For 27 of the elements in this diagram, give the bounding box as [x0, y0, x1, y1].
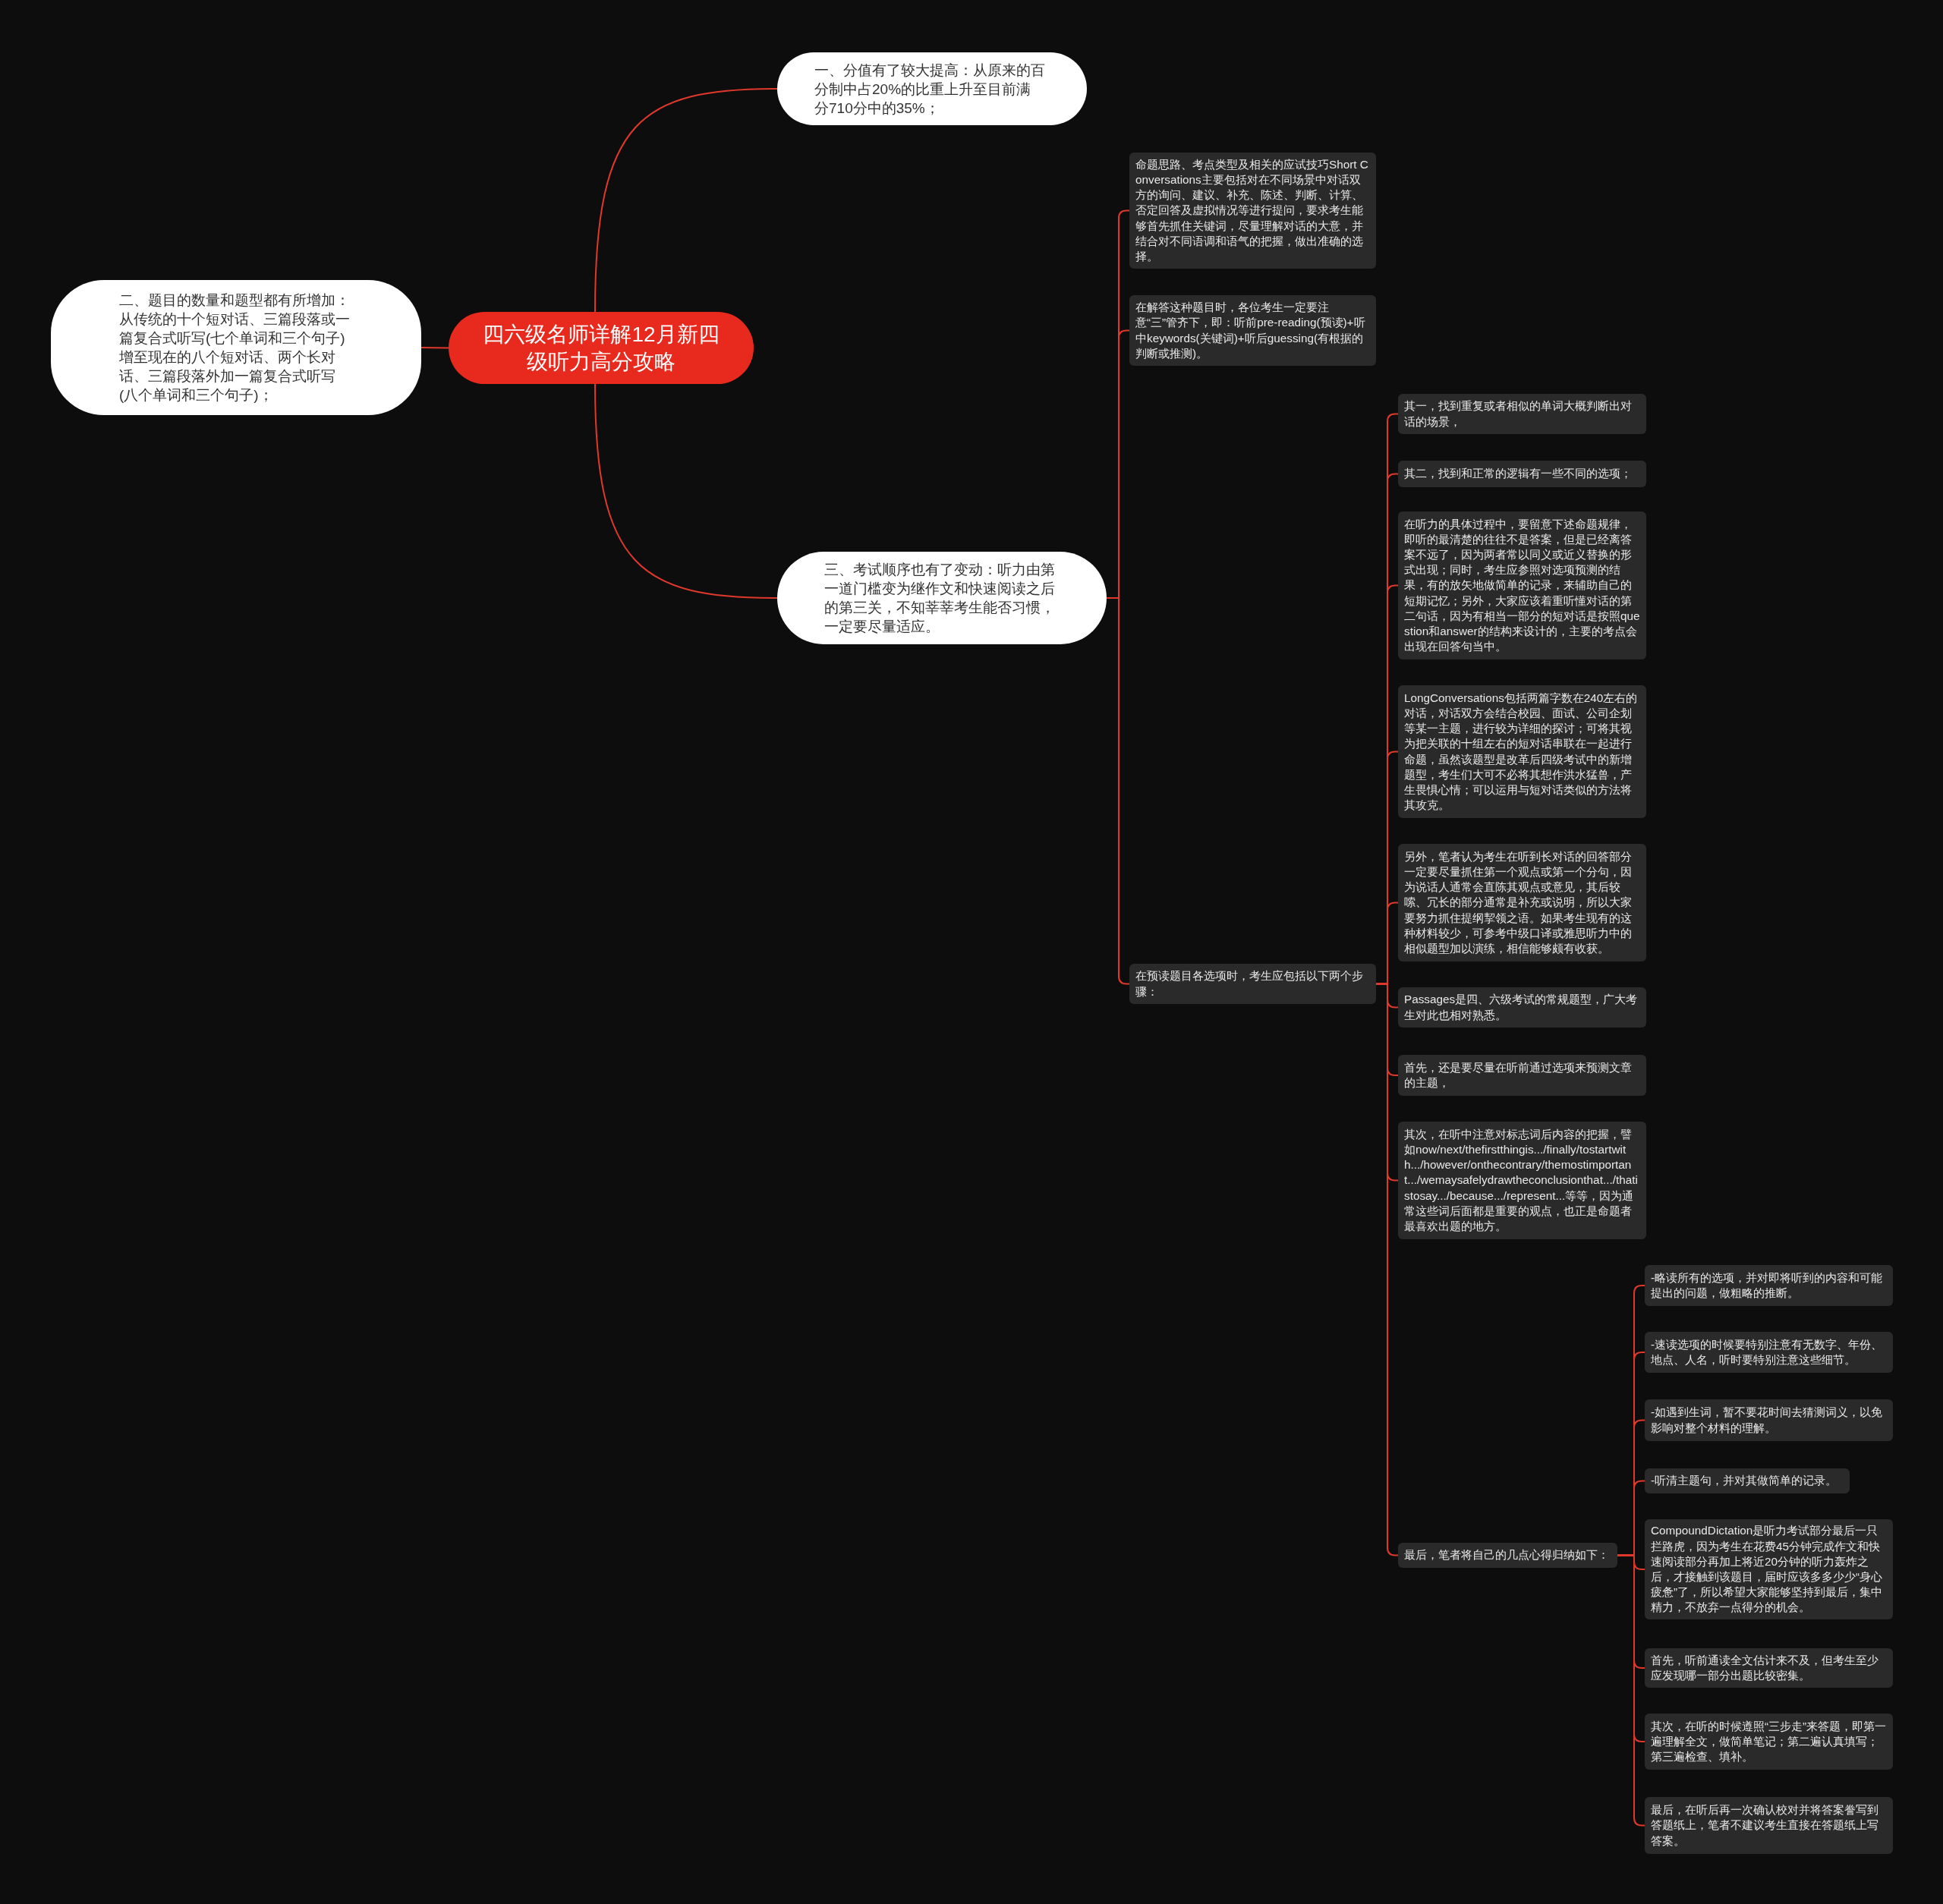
connector-line: [420, 347, 449, 349]
note-box: CompoundDictation是听力考试部分最后一只拦路虎，因为考生在花费45分钟完成作文和快速阅读部分再加上将近20分钟的听力轰炸之后，才接触到该题目，届时应该多多少少“身心疲惫”了，所以希望大家能够坚持到最后，集中精力，不放弃一点得分的机会。: [1645, 1519, 1893, 1619]
note-box: 最后，在听后再一次确认校对并将答案誊写到答题纸上，笔者不建议考生直接在答题纸上写答案。: [1645, 1797, 1893, 1854]
note-box: 首先，听前通读全文估计来不及，但考生至少应发现哪一部分出题比较密集。: [1645, 1648, 1893, 1688]
connector-line: [594, 383, 778, 599]
note-box: -略读所有的选项，并对即将听到的内容和可能提出的问题，做粗略的推断。: [1645, 1265, 1893, 1306]
note-box: 在预读题目各选项时，考生应包括以下两个步骤：: [1129, 964, 1376, 1004]
note-box: LongConversations包括两篇字数在240左右的对话，对话双方会结合校园、面试、公司企划等某一主题，进行较为详细的探讨；可将其视为把关联的十组左右的短对话串联在一起进行命题，虽然该题型是改革后四级考试中的新增题型，考生们大可不必将其想作洪水猛兽，产生畏惧心情；可以运用与短对话类似的方法将其攻克。: [1398, 685, 1646, 818]
note-box: 其二，找到和正常的逻辑有一些不同的选项；: [1398, 461, 1646, 487]
topic-bubble: 一、分值有了较大提高：从原来的百分制中占20%的比重上升至目前满分710分中的35%；: [777, 52, 1087, 125]
note-box: -听清主题句，并对其做简单的记录。: [1645, 1468, 1850, 1493]
note-box: 其次，在听中注意对标志词后内容的把握，譬如now/next/thefirstthingis.../finally/tostartwith.../however/onthecontrary/themostimportant.../wemaysafelydrawtheconclusionthat.../thatistosay.../because.../represent...等等，因为通常这些词后面都是重要的观点，也正是命题者最喜欢出题的地方。: [1398, 1122, 1646, 1239]
connector-line: [594, 88, 778, 313]
note-box: 在听力的具体过程中，要留意下述命题规律，即听的最清楚的往往不是答案，但是已经离答案不远了，因为两者常以同义或近义替换的形式出现；同时，考生应参照对选项预测的结果，有的放矢地做简单的记录，来辅助自己的短期记忆；另外，大家应该着重听懂对话的第二句话，因为有相当一部分的短对话是按照question和answer的结构来设计的，主要的考点会出现在回答句当中。: [1398, 511, 1646, 659]
note-box: 命题思路、考点类型及相关的应试技巧Short Conversations主要包括对在不同场景中对话双方的询问、建议、补充、陈述、判断、计算、否定回答及虚拟情况等进行提问，要求考生能够首先抓住关键词，尽量理解对话的大意，并结合对不同语调和语气的把握，做出准确的选择。: [1129, 153, 1376, 269]
topic-bubble: 二、题目的数量和题型都有所增加：从传统的十个短对话、三篇段落或一篇复合式听写(七个单词和三个句子)增至现在的八个短对话、两个长对话、三篇段落外加一篇复合式听写(八个单词和三个句子)；: [51, 280, 421, 415]
note-box: -如遇到生词，暂不要花时间去猜测词义，以免影响对整个材料的理解。: [1645, 1399, 1893, 1441]
central-topic: 四六级名师详解12月新四级听力高分攻略: [449, 312, 754, 384]
note-box: 在解答这种题目时，各位考生一定要注意“三”管齐下，即：听前pre-reading(预读)+听中keywords(关键词)+听后guessing(有根据的判断或推测)。: [1129, 295, 1376, 366]
note-box: Passages是四、六级考试的常规题型，广大考生对此也相对熟悉。: [1398, 987, 1646, 1028]
note-box: 另外，笔者认为考生在听到长对话的回答部分一定要尽量抓住第一个观点或第一个分句，因为说话人通常会直陈其观点或意见，其后较嗦、冗长的部分通常是补充或说明，所以大家要努力抓住提纲挈领之语。如果考生现有的这种材料较少，可参考中级口译或雅思听力中的相似题型加以演练，相信能够颇有收获。: [1398, 844, 1646, 961]
note-box: 其一，找到重复或者相似的单词大概判断出对话的场景，: [1398, 394, 1646, 434]
note-box: 最后，笔者将自己的几点心得归纳如下：: [1398, 1543, 1617, 1568]
topic-bubble: 三、考试顺序也有了变动：听力由第一道门槛变为继作文和快速阅读之后的第三关，不知莘莘考生能否习惯，一定要尽量适应。: [777, 552, 1107, 644]
note-box: 其次，在听的时候遵照“三步走”来答题，即第一遍理解全文，做简单笔记；第二遍认真填写；第三遍检查、填补。: [1645, 1714, 1893, 1770]
note-box: 首先，还是要尽量在听前通过选项来预测文章的主题，: [1398, 1055, 1646, 1096]
note-box: -速读选项的时候要特别注意有无数字、年份、地点、人名，听时要特别注意这些细节。: [1645, 1332, 1893, 1373]
